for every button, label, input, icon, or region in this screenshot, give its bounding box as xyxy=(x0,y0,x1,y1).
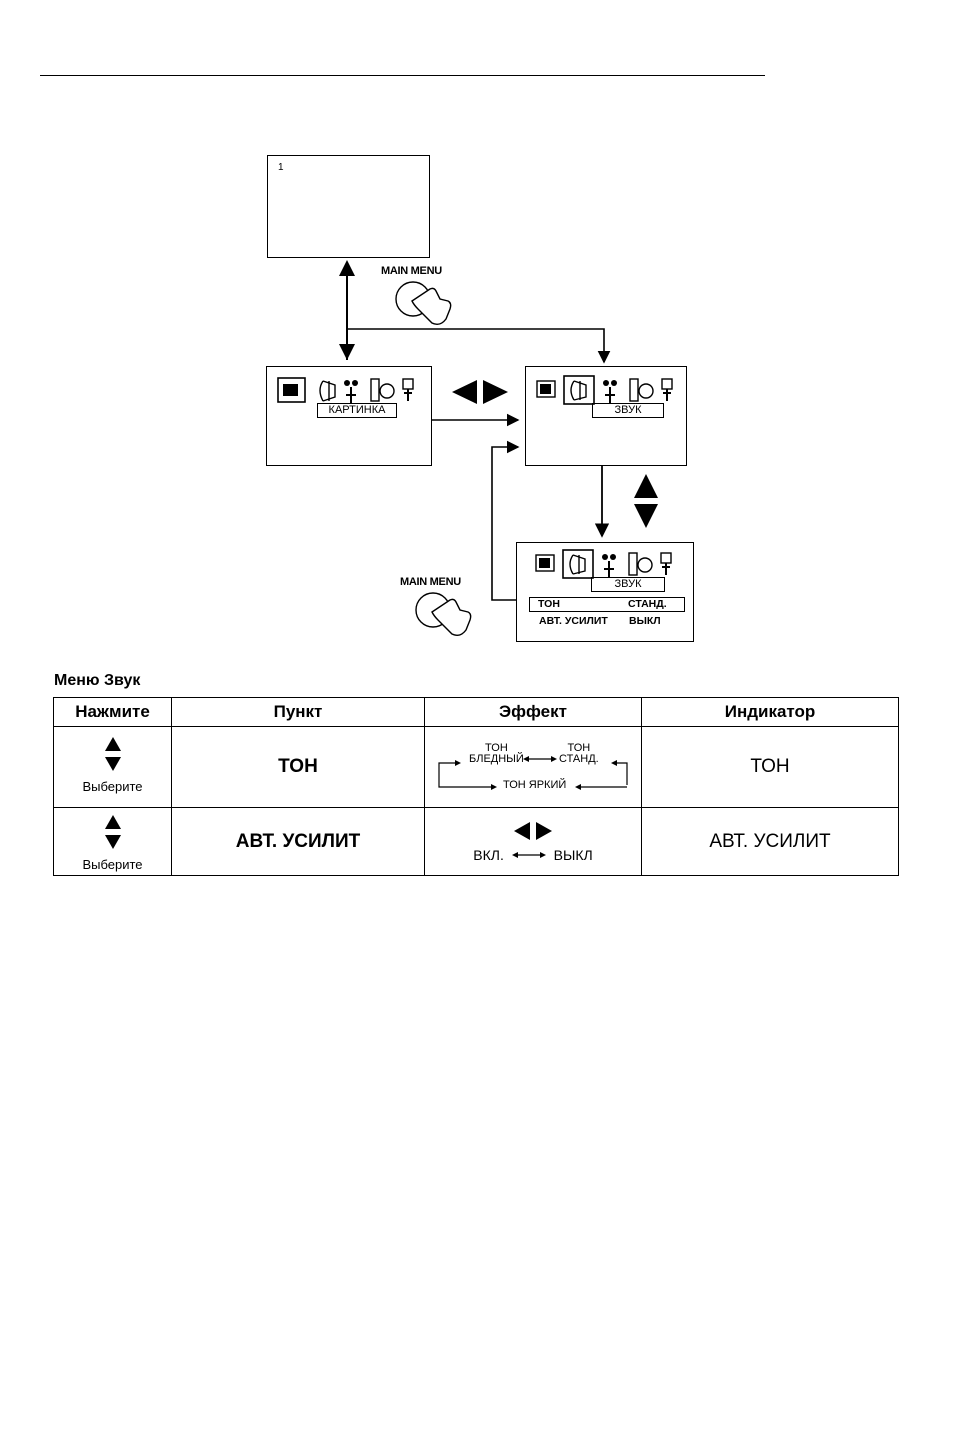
submenu-row-selected: ТОН СТАНД. xyxy=(529,597,685,612)
menu-icons xyxy=(277,375,423,405)
submenu-value: СТАНД. xyxy=(628,598,667,610)
hand-press-icon xyxy=(390,279,460,329)
table-title: Меню Звук xyxy=(54,672,140,690)
sound-menu-label: ЗВУК xyxy=(592,403,664,418)
item-cell: ТОН xyxy=(172,727,425,808)
press-cell: Выберите xyxy=(54,808,172,876)
submenu-item: АВТ. УСИЛИТ xyxy=(539,615,608,627)
effect-off: ВЫКЛ xyxy=(554,847,593,863)
indicator-cell: АВТ. УСИЛИТ xyxy=(642,808,899,876)
hand-press-icon xyxy=(410,590,480,640)
flow-connectors xyxy=(0,0,954,660)
menu-icons xyxy=(536,375,682,405)
menu-icons xyxy=(535,549,681,579)
main-menu-label: MAIN MENU xyxy=(400,576,461,588)
sound-menu-table: Нажмите Пункт Эффект Индикатор Выберите … xyxy=(53,697,899,876)
picture-menu-label: КАРТИНКА xyxy=(317,403,397,418)
cycle-arrows xyxy=(433,737,633,797)
table-header-row: Нажмите Пункт Эффект Индикатор xyxy=(54,698,899,727)
press-label: Выберите xyxy=(82,779,142,794)
press-cell: Выберите xyxy=(54,727,172,808)
effect-on: ВКЛ. xyxy=(473,847,504,863)
header-indicator: Индикатор xyxy=(642,698,899,727)
header-effect: Эффект xyxy=(425,698,642,727)
up-down-icon xyxy=(105,737,121,771)
header-press: Нажмите xyxy=(54,698,172,727)
picture-menu-screen: КАРТИНКА xyxy=(266,366,432,466)
effect-cell: ВКЛ. ВЫКЛ xyxy=(425,808,642,876)
table-row: Выберите АВТ. УСИЛИТ ВКЛ. ВЫКЛ АВТ. УСИЛ… xyxy=(54,808,899,876)
press-label: Выберите xyxy=(82,857,142,872)
header-item: Пункт xyxy=(172,698,425,727)
double-arrow-icon xyxy=(512,850,546,860)
sound-menu-screen: ЗВУК xyxy=(525,366,687,466)
up-down-icon xyxy=(105,815,121,849)
submenu-title: ЗВУК xyxy=(591,577,665,592)
item-cell: АВТ. УСИЛИТ xyxy=(172,808,425,876)
submenu-value: ВЫКЛ xyxy=(629,615,661,627)
left-right-icon xyxy=(514,822,552,840)
sound-submenu-screen: ЗВУК ТОН СТАНД. АВТ. УСИЛИТ ВЫКЛ xyxy=(516,542,694,642)
main-menu-label: MAIN MENU xyxy=(381,265,442,277)
indicator-cell: ТОН xyxy=(642,727,899,808)
submenu-item: ТОН xyxy=(538,598,560,610)
